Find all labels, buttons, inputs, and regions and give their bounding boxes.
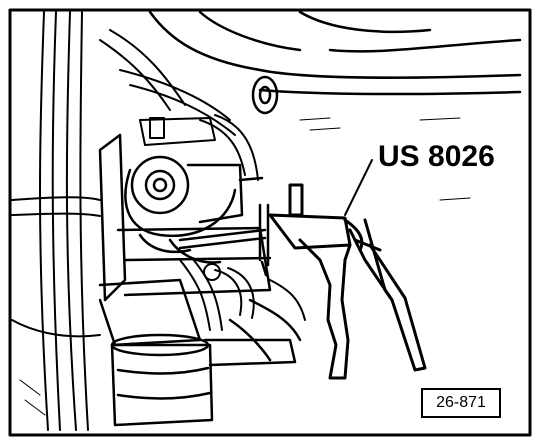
mounting-bracket (98, 278, 302, 367)
figure-frame (8, 8, 532, 437)
round-unit (124, 155, 264, 238)
lower-hoses (179, 257, 306, 331)
oil-filter (110, 333, 214, 427)
linkage-rod (178, 203, 270, 277)
figure-number: 26-871 (421, 388, 501, 418)
tool-callout-label: US 8026 (378, 140, 495, 173)
engine-block (98, 133, 272, 347)
shading-lines (19, 117, 471, 416)
callout-leader (344, 159, 373, 216)
hose-assembly (99, 29, 259, 181)
special-tool (268, 183, 427, 380)
figure-number-text: 26-871 (436, 394, 486, 411)
upper-intake-duct (148, 10, 522, 115)
left-hoses (11, 11, 101, 431)
